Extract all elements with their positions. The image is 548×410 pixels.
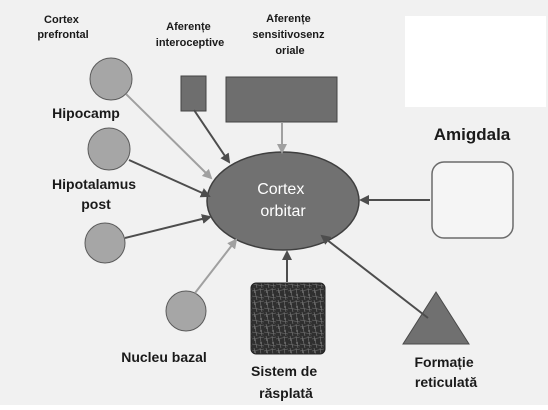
arrow-cortex-prefrontal: [125, 93, 213, 180]
hipotalamus-post-label: Hipotalamus post: [52, 176, 140, 212]
aferente-sensitivosenzoriale-node: [225, 76, 338, 123]
nucleu-bazal-node: [165, 290, 207, 332]
hipocamp-node: [87, 127, 131, 171]
arrow-formatie-reticulata: [320, 234, 429, 319]
arrow-hipocamp: [128, 159, 211, 198]
cortex-orbitar-label: Cortex orbitar: [257, 181, 309, 220]
cortex-prefrontal-label: Cortex prefrontal: [37, 14, 88, 41]
white-panel: [405, 16, 546, 107]
aferente-interoceptive-node: [180, 75, 207, 112]
amigdala-label: Amigdala: [434, 125, 511, 144]
arrow-hipotalamus-post: [124, 214, 212, 239]
formatie-reticulata-label: Formație reticulată: [414, 354, 477, 390]
aferente-interoceptive-label: Aferențe interoceptive: [156, 21, 224, 49]
arrow-nucleu-bazal: [194, 238, 238, 294]
cortex-orbitar-node: [206, 151, 360, 251]
hipotalamus-post-node: [84, 222, 126, 264]
aferente-sensitivosenzoriale-label: Aferențe sensitivosenz oriale: [252, 13, 327, 57]
nucleu-bazal-label: Nucleu bazal: [121, 349, 207, 365]
hipocamp-label: Hipocamp: [52, 105, 120, 121]
formatie-reticulata-node: [402, 291, 470, 345]
sistem-de-rasplata-label: Sistem de răsplată: [251, 363, 321, 401]
amigdala-node: [431, 161, 514, 239]
sistem-de-rasplata-node: [250, 282, 326, 355]
arrow-aferente-interoceptive: [193, 109, 231, 164]
cortex-prefrontal-node: [89, 57, 133, 101]
